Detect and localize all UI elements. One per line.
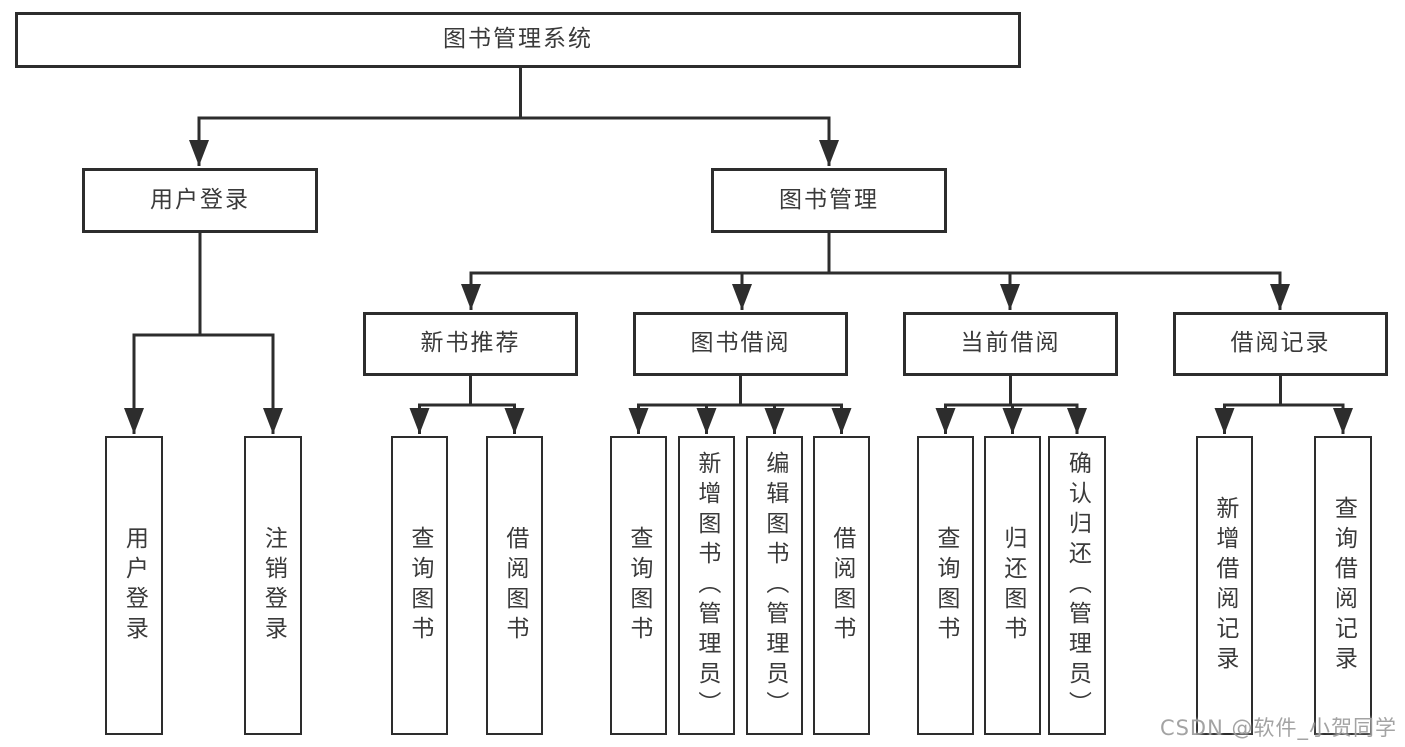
node-book-management: 图书管理 xyxy=(711,168,947,233)
node-borrowing-records: 借阅记录 xyxy=(1173,312,1388,376)
leaf-label: 编辑图书（管理员） xyxy=(761,450,788,721)
leaf-return-book: 归还图书 xyxy=(984,436,1041,735)
leaf-edit-book-admin: 编辑图书（管理员） xyxy=(746,436,803,735)
leaf-label: 用户登录 xyxy=(121,525,148,646)
leaf-label: 归还图书 xyxy=(999,525,1026,646)
node-library-management-system: 图书管理系统 xyxy=(15,12,1021,68)
leaf-confirm-return-admin: 确认归还（管理员） xyxy=(1048,436,1106,735)
leaf-query-books-current: 查询图书 xyxy=(917,436,974,735)
node-book-borrowing: 图书借阅 xyxy=(633,312,848,376)
leaf-add-borrow-record: 新增借阅记录 xyxy=(1196,436,1253,735)
leaf-logout: 注销登录 xyxy=(244,436,302,735)
leaf-label: 查询图书 xyxy=(625,525,652,646)
csdn-watermark: CSDN @软件_小贺同学 xyxy=(1159,716,1397,740)
node-user-login: 用户登录 xyxy=(82,168,318,233)
leaf-query-borrow-record: 查询借阅记录 xyxy=(1314,436,1372,735)
leaf-user-login: 用户登录 xyxy=(105,436,163,735)
leaf-label: 新增借阅记录 xyxy=(1211,495,1238,676)
leaf-query-books-borrowing: 查询图书 xyxy=(610,436,667,735)
leaf-label: 查询借阅记录 xyxy=(1330,495,1357,676)
leaf-borrow-books-borrowing: 借阅图书 xyxy=(813,436,870,735)
leaf-query-books-recommend: 查询图书 xyxy=(391,436,448,735)
node-current-borrowing: 当前借阅 xyxy=(903,312,1118,376)
leaf-borrow-books-recommend: 借阅图书 xyxy=(486,436,543,735)
leaf-add-book-admin: 新增图书（管理员） xyxy=(678,436,735,735)
leaf-label: 查询图书 xyxy=(932,525,959,646)
leaf-label: 确认归还（管理员） xyxy=(1064,450,1091,721)
leaf-label: 注销登录 xyxy=(260,525,287,646)
leaf-label: 借阅图书 xyxy=(501,525,528,646)
node-new-book-recommendation: 新书推荐 xyxy=(363,312,578,376)
leaf-label: 查询图书 xyxy=(406,525,433,646)
leaf-label: 借阅图书 xyxy=(828,525,855,646)
leaf-label: 新增图书（管理员） xyxy=(693,450,720,721)
